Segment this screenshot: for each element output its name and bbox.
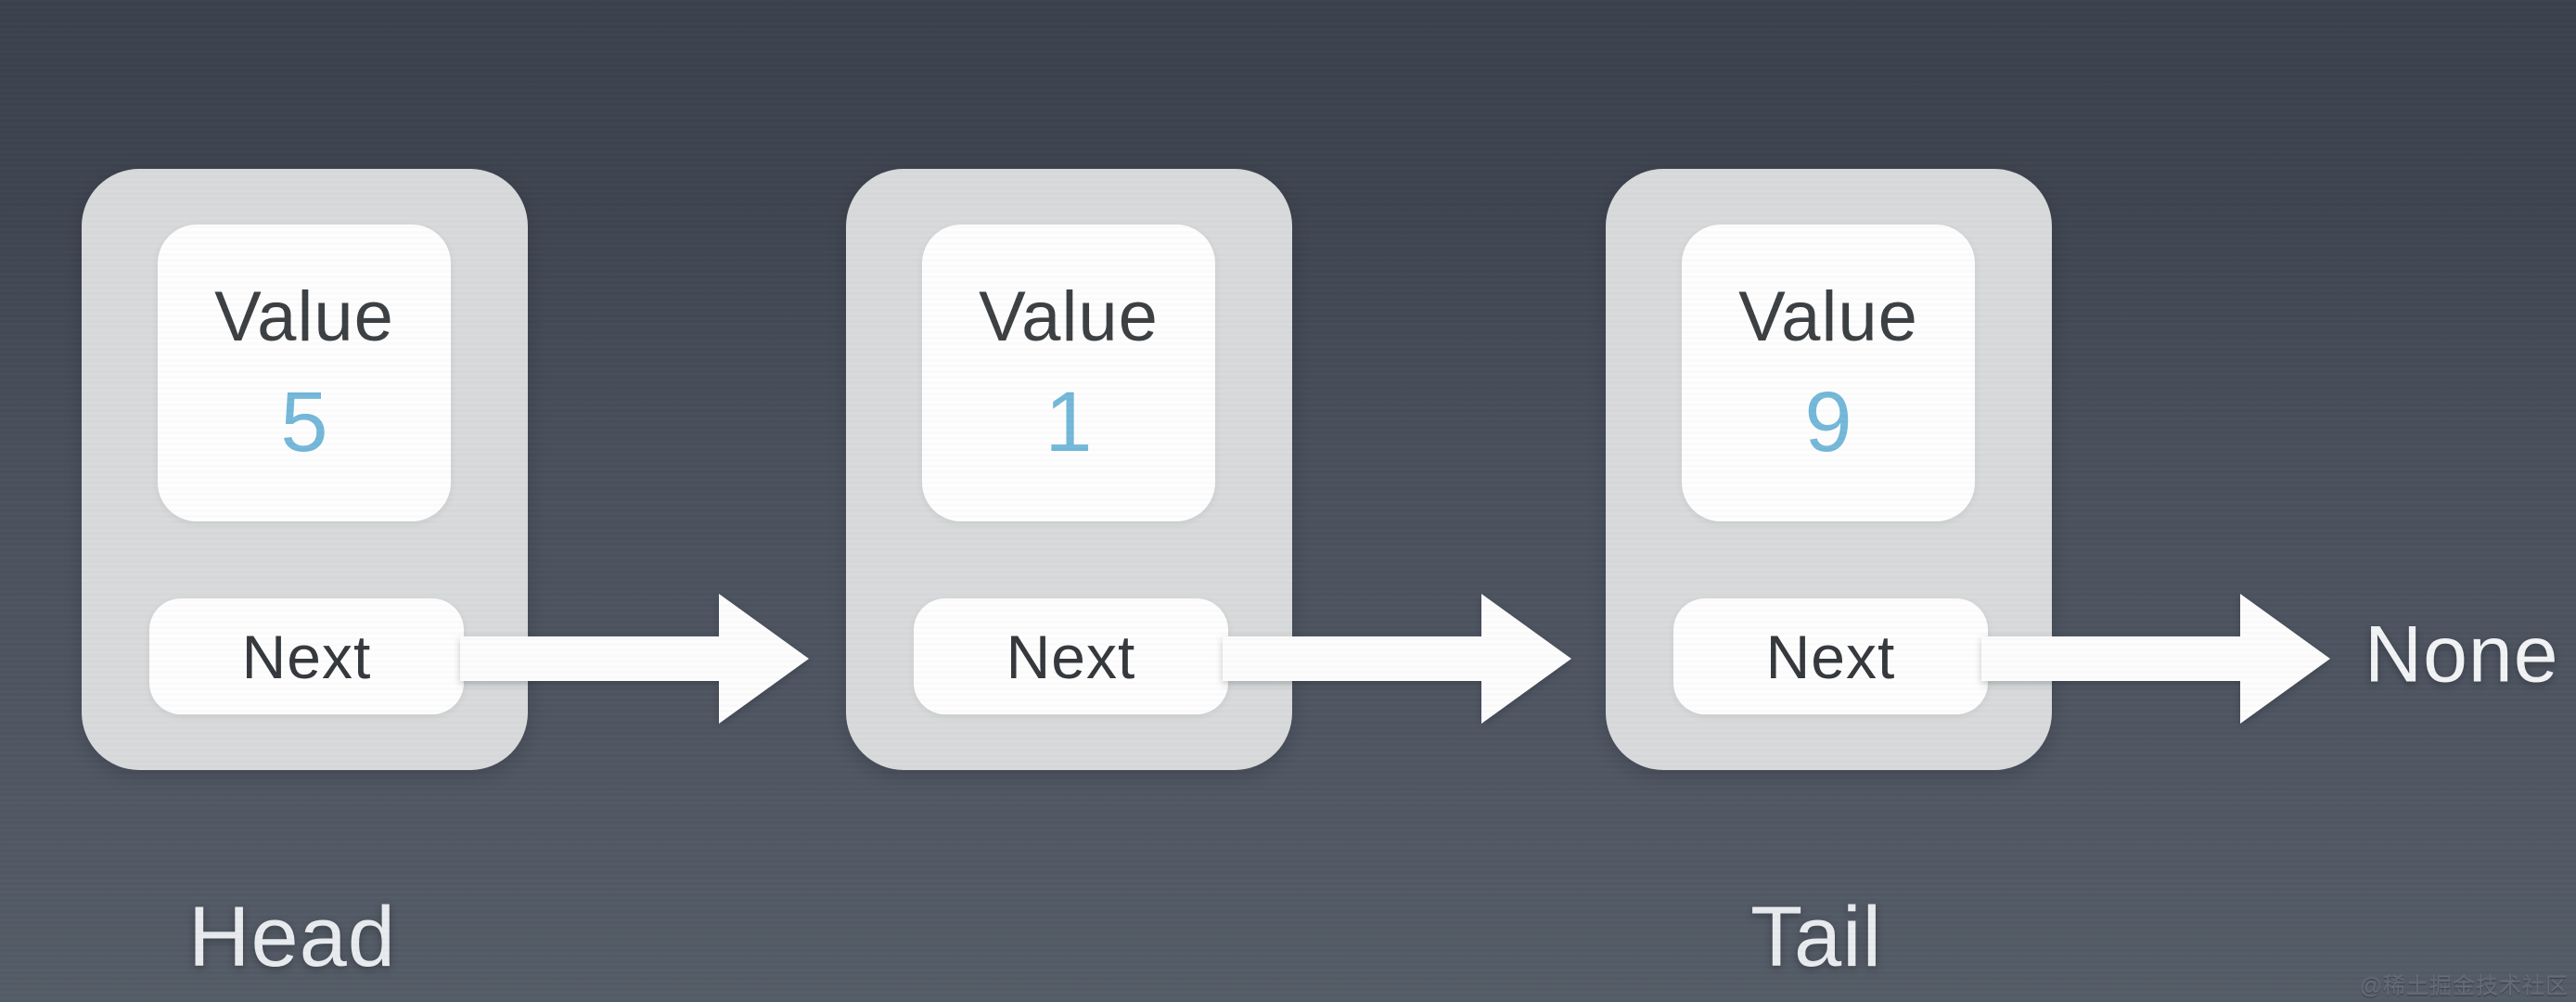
watermark: @稀土掘金技术社区 <box>2359 974 2569 999</box>
arrow-shaft <box>460 636 721 681</box>
next-pointer-arrow-3 <box>1981 594 2330 724</box>
tail-label: Tail <box>1749 890 1883 984</box>
next-label: Next <box>241 622 372 691</box>
arrow-head-icon <box>719 594 809 724</box>
next-box: Next <box>1673 598 1988 714</box>
value-label: Value <box>1738 277 1918 356</box>
value-label: Value <box>979 277 1159 356</box>
arrow-head-icon <box>1481 594 1571 724</box>
value-box: Value 5 <box>158 225 451 521</box>
linked-list-node-2: Value 1 Next <box>846 169 1292 770</box>
arrow-shaft <box>1223 636 1483 681</box>
value-box: Value 1 <box>922 225 1215 521</box>
next-label: Next <box>1765 622 1896 691</box>
value-number: 1 <box>1044 375 1093 469</box>
linked-list-node-3: Value 9 Next <box>1606 169 2052 770</box>
linked-list-node-1: Value 5 Next <box>82 169 528 770</box>
value-number: 5 <box>280 375 328 469</box>
next-box: Next <box>149 598 464 714</box>
next-label: Next <box>1006 622 1136 691</box>
arrow-head-icon <box>2240 594 2330 724</box>
value-box: Value 9 <box>1682 225 1975 521</box>
next-pointer-arrow-1 <box>460 594 809 724</box>
next-box: Next <box>914 598 1228 714</box>
value-number: 9 <box>1804 375 1852 469</box>
head-label: Head <box>188 890 396 984</box>
value-label: Value <box>214 277 394 356</box>
arrow-shaft <box>1981 636 2242 681</box>
none-terminator-label: None <box>2365 610 2559 700</box>
next-pointer-arrow-2 <box>1223 594 1571 724</box>
